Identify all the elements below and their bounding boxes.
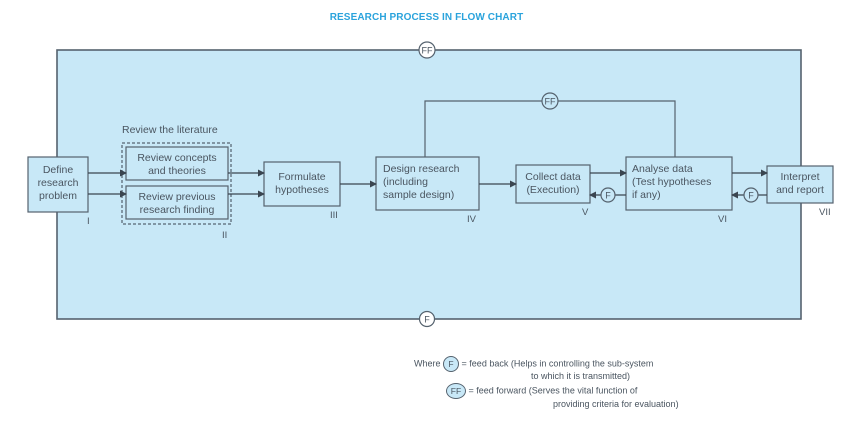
feedforward-symbol-icon: FF: [446, 383, 466, 399]
feedforward-marker-top: FF: [418, 41, 436, 59]
svg-text:Design research: Design research: [383, 163, 460, 175]
svg-text:hypotheses: hypotheses: [275, 184, 329, 196]
legend-feedforward: FF = feed forward (Serves the vital func…: [446, 383, 637, 399]
svg-text:and report: and report: [776, 184, 824, 196]
svg-text:research: research: [38, 177, 79, 189]
step-number: IV: [467, 214, 477, 225]
step-review-concepts: Review concepts and theories: [125, 146, 229, 181]
legend-feedforward-cont: providing criteria for evaluation): [553, 399, 679, 409]
svg-text:F: F: [424, 315, 430, 325]
step-design: Design research (including sample design…: [375, 156, 480, 211]
step-review-findings: Review previous research finding: [125, 185, 229, 220]
svg-text:Collect data: Collect data: [525, 171, 581, 183]
svg-text:Review concepts: Review concepts: [137, 152, 216, 164]
svg-text:problem: problem: [39, 190, 77, 202]
feedback-marker-collect: F: [600, 187, 616, 203]
svg-text:Review previous: Review previous: [138, 191, 215, 203]
chart-title: RESEARCH PROCESS IN FLOW CHART: [329, 12, 524, 23]
svg-text:FF: FF: [422, 46, 433, 56]
svg-text:Define: Define: [43, 164, 74, 176]
feedback-marker-interpret: F: [743, 187, 759, 203]
svg-text:(Test hypotheses: (Test hypotheses: [632, 176, 711, 188]
legend-feedback-cont: to which it is transmitted): [531, 371, 631, 381]
feedforward-marker-loop: FF: [541, 92, 559, 110]
step-define: Define research problem: [27, 156, 89, 213]
svg-text:Interpret: Interpret: [780, 171, 819, 183]
step-define-line: Define: [43, 164, 74, 176]
step-collect: Collect data (Execution): [515, 164, 591, 204]
svg-text:Analyse data: Analyse data: [632, 163, 693, 175]
feedback-symbol-icon: F: [443, 356, 460, 372]
svg-text:if any): if any): [632, 189, 661, 201]
step-number: II: [222, 230, 227, 241]
legend-where: Where: [414, 358, 441, 369]
svg-text:sample design): sample design): [383, 189, 454, 201]
svg-text:Formulate: Formulate: [278, 171, 325, 183]
svg-text:FF: FF: [545, 97, 556, 107]
step-analyse: Analyse data (Test hypotheses if any): [625, 156, 733, 211]
svg-text:research finding: research finding: [140, 204, 215, 216]
step-number: I: [87, 216, 90, 227]
step-interpret: Interpret and report: [766, 165, 834, 204]
legend-feedforward-text: = feed forward (Serves the vital functio…: [468, 385, 638, 396]
step-number: VII: [819, 207, 831, 218]
svg-text:and theories: and theories: [148, 165, 206, 177]
svg-text:F: F: [748, 191, 754, 201]
step-number: III: [330, 210, 338, 221]
step-number: VI: [718, 214, 727, 225]
step-formulate: Formulate hypotheses: [263, 161, 341, 207]
svg-text:(including: (including: [383, 176, 428, 188]
feedback-marker-bottom: F: [418, 310, 436, 328]
step-define-line: problem: [39, 190, 77, 202]
legend-feedback-text: = feed back (Helps in controlling the su…: [461, 358, 654, 369]
step-define-line: research: [38, 177, 79, 189]
step-number: V: [582, 207, 589, 218]
svg-text:F: F: [605, 191, 611, 201]
legend: Where F = feed back (Helps in controllin…: [414, 356, 653, 372]
svg-text:(Execution): (Execution): [526, 184, 579, 196]
group-label: Review the literature: [122, 124, 218, 136]
